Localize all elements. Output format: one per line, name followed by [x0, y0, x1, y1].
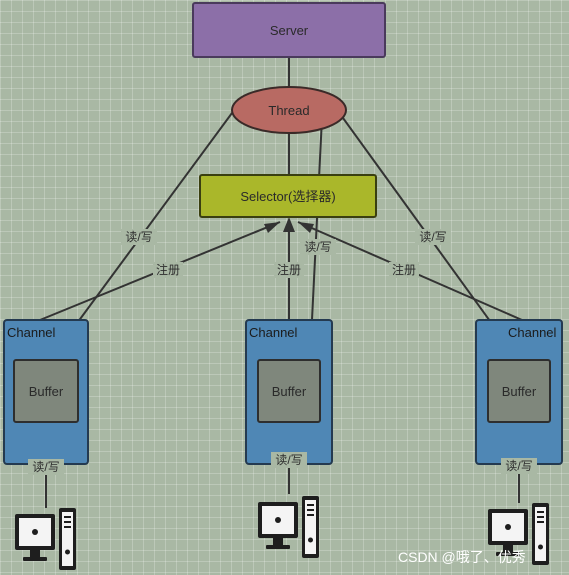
server-box: [192, 2, 386, 58]
rw-label-bg-bottom-left: [28, 459, 64, 475]
register-label-right: 注册: [392, 262, 416, 277]
server-label: Server: [270, 23, 309, 38]
arrowhead-middle: [283, 217, 295, 232]
arrowheads: [264, 217, 314, 233]
buffer-box-left: [13, 359, 79, 423]
rw-label-right: 读/写: [419, 230, 446, 244]
computer-icon-right: [488, 503, 549, 565]
rw-label-left: 读/写: [125, 230, 152, 244]
register-label-bg-right: [389, 262, 419, 278]
register-label-bg-middle: [274, 262, 304, 278]
register-label-bg-left: [153, 262, 183, 278]
buffer-label-left: Buffer: [29, 384, 64, 399]
rw-label-bg-middle: [300, 239, 336, 255]
rw-label-bg-bottom-middle: [271, 452, 307, 468]
register-label-middle: 注册: [277, 262, 301, 277]
buffer-box-middle: [257, 359, 321, 423]
rw-label-bottom-left: 读/写: [32, 460, 59, 474]
channel-label-left: Channel: [7, 325, 56, 340]
computer-icon-middle: [258, 496, 319, 558]
rw-label-middle: 读/写: [304, 240, 331, 254]
channel-label-right: Channel: [508, 325, 557, 340]
buffer-label-right: Buffer: [502, 384, 537, 399]
thread-left-rw-line: [71, 112, 233, 331]
rw-label-bg-bottom-right: [501, 458, 537, 474]
selector-label: Selector(选择器): [240, 189, 335, 204]
watermark: CSDN @哦了、优秀: [398, 549, 526, 565]
buffer-box-right: [487, 359, 551, 423]
arrowhead-right: [298, 222, 314, 233]
selector-box: [199, 174, 377, 218]
rw-label-bottom-middle: 读/写: [275, 453, 302, 467]
thread-ellipse: [231, 86, 347, 134]
register-label-left: 注册: [156, 262, 180, 277]
thread-label: Thread: [268, 103, 309, 118]
buffer-label-middle: Buffer: [272, 384, 307, 399]
rw-label-bottom-right: 读/写: [505, 459, 532, 473]
channel-label-middle: Channel: [249, 325, 298, 340]
arrowhead-left: [264, 222, 280, 233]
rw-label-bg-left: [121, 229, 157, 245]
rw-label-bg-right: [415, 229, 451, 245]
computer-icon-left: [15, 508, 76, 570]
